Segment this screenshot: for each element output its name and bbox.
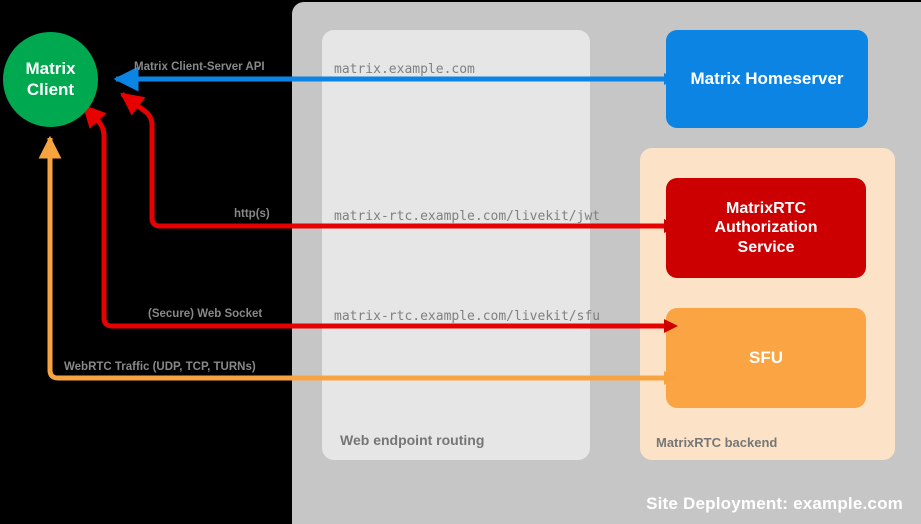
node-auth-line3: Service [737, 238, 795, 256]
site-deployment-label: Site Deployment: example.com [646, 494, 903, 513]
web-endpoint-routing-label: Web endpoint routing [340, 432, 485, 448]
node-matrixrtc-authorization-service[interactable]: MatrixRTC Authorization Service [666, 178, 866, 278]
label-webrtc-traffic: WebRTC Traffic (UDP, TCP, TURNs) [64, 361, 256, 373]
node-sfu-label: SFU [749, 347, 783, 367]
endpoint-livekit-jwt: matrix-rtc.example.com/livekit/jwt [334, 209, 601, 224]
label-matrix-client-server-api: Matrix Client-Server API [134, 61, 265, 73]
endpoint-livekit-sfu: matrix-rtc.example.com/livekit/sfu [334, 309, 601, 324]
endpoint-matrix-example-com: matrix.example.com [334, 62, 475, 77]
node-auth-line1: MatrixRTC [725, 199, 806, 217]
label-http-s: http(s) [234, 208, 270, 220]
node-sfu[interactable]: SFU [666, 308, 866, 408]
label-secure-web-socket: (Secure) Web Socket [148, 308, 263, 320]
node-matrix-homeserver[interactable]: Matrix Homeserver [666, 30, 868, 128]
web-endpoint-routing-container: Web endpoint routing [322, 30, 590, 460]
node-matrix-homeserver-label: Matrix Homeserver [690, 68, 844, 88]
node-matrix-client[interactable]: Matrix Client [3, 32, 98, 127]
node-matrix-client-line2: Client [26, 79, 75, 99]
matrixrtc-backend-label: MatrixRTC backend [656, 435, 778, 450]
node-matrix-client-line1: Matrix [25, 59, 76, 79]
node-auth-line2: Authorization [714, 219, 818, 237]
